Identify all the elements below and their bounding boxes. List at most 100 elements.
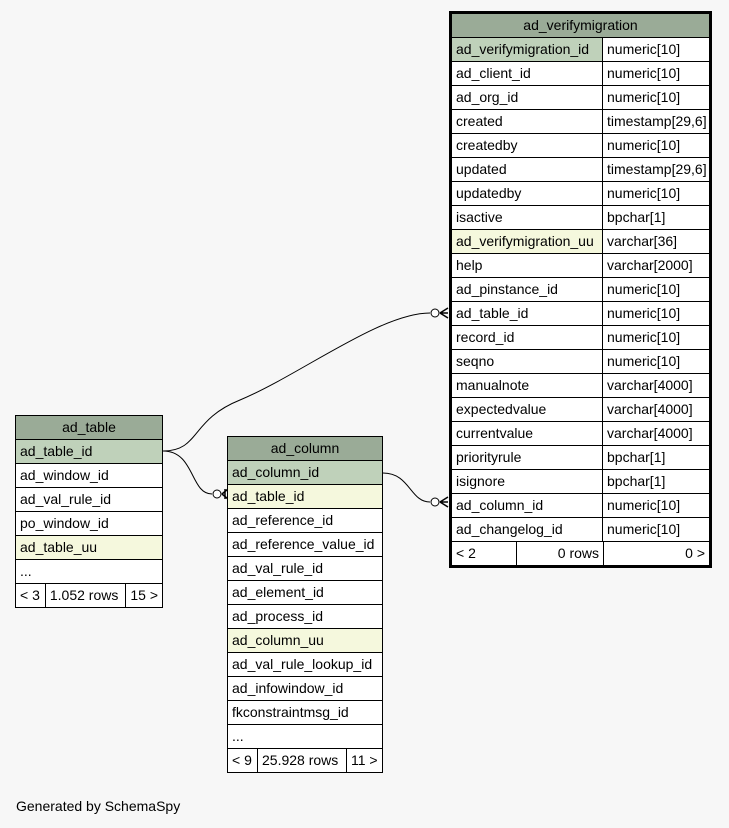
column-name: ad_column_uu (228, 629, 382, 652)
column-name: updatedby (456, 185, 522, 201)
column-row[interactable]: seqno numeric[10] (452, 350, 709, 374)
column-row[interactable]: ... (228, 725, 382, 749)
parents-count[interactable]: < 3 (20, 587, 40, 603)
column-row[interactable]: ad_infowindow_id (228, 677, 382, 701)
table-title[interactable]: ad_verifymigration (452, 14, 709, 38)
column-row[interactable]: ad_window_id (16, 464, 162, 488)
column-row[interactable]: ad_client_id numeric[10] (452, 62, 709, 86)
column-row[interactable]: ad_table_id (228, 485, 382, 509)
column-name: ad_pinstance_id (456, 281, 558, 297)
column-row[interactable]: isactive bpchar[1] (452, 206, 709, 230)
column-type: numeric[10] (602, 182, 709, 205)
table-footer: < 3 1.052 rows 15 > (16, 584, 162, 607)
column-name: ad_column_id (456, 497, 544, 513)
column-name: ad_process_id (232, 608, 324, 624)
column-name: po_window_id (20, 515, 109, 531)
table-footer: < 2 0 rows 0 > (452, 542, 709, 565)
children-count[interactable]: 0 > (603, 542, 709, 565)
column-row[interactable]: ad_pinstance_id numeric[10] (452, 278, 709, 302)
column-row[interactable]: ad_reference_id (228, 509, 382, 533)
column-row[interactable]: ad_column_uu (228, 629, 382, 653)
column-name: currentvalue (456, 425, 534, 441)
column-row[interactable]: ad_column_id (228, 461, 382, 485)
column-type: numeric[10] (602, 302, 709, 325)
column-row[interactable]: fkconstraintmsg_id (228, 701, 382, 725)
column-row[interactable]: updatedby numeric[10] (452, 182, 709, 206)
column-row[interactable]: ad_element_id (228, 581, 382, 605)
column-name: fkconstraintmsg_id (232, 704, 349, 720)
column-name: ad_verifymigration_uu (452, 230, 602, 253)
parents-count[interactable]: < 2 (456, 545, 476, 561)
column-row[interactable]: help varchar[2000] (452, 254, 709, 278)
column-type: numeric[10] (602, 38, 709, 61)
table-ad-table[interactable]: ad_table ad_table_id ad_window_id ad_val_r… (15, 415, 163, 608)
column-name: createdby (456, 137, 518, 153)
column-row[interactable]: ... (16, 560, 162, 584)
column-row[interactable]: ad_changelog_id numeric[10] (452, 518, 709, 542)
link-end-circle (212, 489, 222, 499)
column-name: ad_window_id (20, 467, 109, 483)
column-row[interactable]: ad_val_rule_lookup_id (228, 653, 382, 677)
column-name: help (456, 257, 483, 273)
table-ad-verifymigration[interactable]: ad_verifymigration ad_verifymigration_id… (449, 11, 712, 568)
column-type: numeric[10] (602, 350, 709, 373)
column-type: numeric[10] (602, 278, 709, 301)
column-name: record_id (456, 329, 515, 345)
column-name: created (456, 113, 503, 129)
column-type: bpchar[1] (602, 206, 709, 229)
column-row[interactable]: ad_table_id (16, 440, 162, 464)
row-count: 25.928 rows (257, 749, 346, 772)
column-type: numeric[10] (602, 62, 709, 85)
column-name: isactive (456, 209, 503, 225)
column-type: numeric[10] (602, 86, 709, 109)
link-end-circle (430, 497, 440, 507)
column-name: ad_column_id (228, 461, 382, 484)
column-name: ad_table_id (228, 485, 382, 508)
children-count[interactable]: 15 > (125, 584, 162, 607)
column-row[interactable]: record_id numeric[10] (452, 326, 709, 350)
column-row[interactable]: ad_reference_value_id (228, 533, 382, 557)
column-name: ad_infowindow_id (232, 680, 344, 696)
column-row[interactable]: ad_val_rule_id (228, 557, 382, 581)
column-name: ... (20, 563, 32, 579)
column-row[interactable]: po_window_id (16, 512, 162, 536)
column-type: numeric[10] (602, 518, 709, 541)
column-name: updated (456, 161, 507, 177)
column-name: ad_changelog_id (456, 521, 563, 537)
link-ad-table-to-column (162, 450, 213, 495)
column-row[interactable]: ad_process_id (228, 605, 382, 629)
column-name: ad_val_rule_id (232, 560, 324, 576)
column-type: bpchar[1] (602, 470, 709, 493)
column-row[interactable]: ad_table_uu (16, 536, 162, 560)
children-count[interactable]: 11 > (346, 749, 382, 772)
column-type: varchar[2000] (602, 254, 709, 277)
column-type: numeric[10] (602, 326, 709, 349)
column-name: ad_reference_value_id (232, 536, 375, 552)
column-name: seqno (456, 353, 495, 369)
row-count: 0 rows (516, 542, 603, 565)
column-type: numeric[10] (602, 134, 709, 157)
link-end-crowfoot (439, 307, 449, 319)
link-ad-column-to-verifymigration (382, 472, 431, 503)
link-end-circle (430, 308, 440, 318)
parents-count[interactable]: < 9 (232, 752, 252, 768)
table-title[interactable]: ad_column (228, 437, 382, 461)
column-row[interactable]: createdby numeric[10] (452, 134, 709, 158)
column-type: varchar[4000] (602, 398, 709, 421)
column-row[interactable]: ad_val_rule_id (16, 488, 162, 512)
table-title[interactable]: ad_table (16, 416, 162, 440)
column-name: ad_client_id (456, 65, 531, 81)
